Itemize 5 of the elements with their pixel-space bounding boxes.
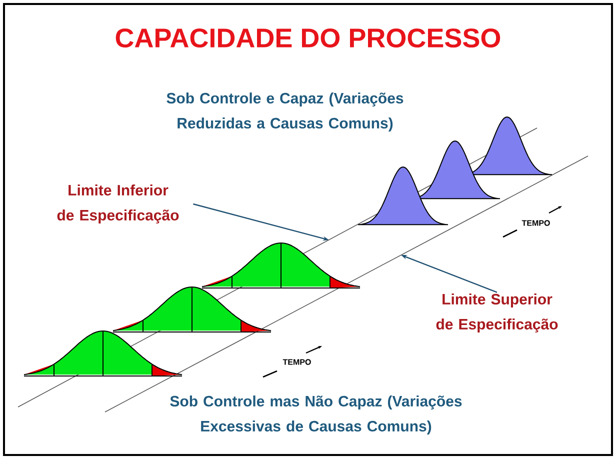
title: CAPACIDADE DO PROCESSO (116, 28, 500, 48)
time-label: TEMPO (522, 220, 550, 226)
caption: Sob Controle mas Não Capaz (Variações Excessivas de Causas Comuns) (170, 396, 462, 434)
caption: Sob Controle e Capaz (Variações Reduzidas a Causas Comuns) (166, 92, 404, 132)
time-label: TEMPO (282, 359, 311, 365)
